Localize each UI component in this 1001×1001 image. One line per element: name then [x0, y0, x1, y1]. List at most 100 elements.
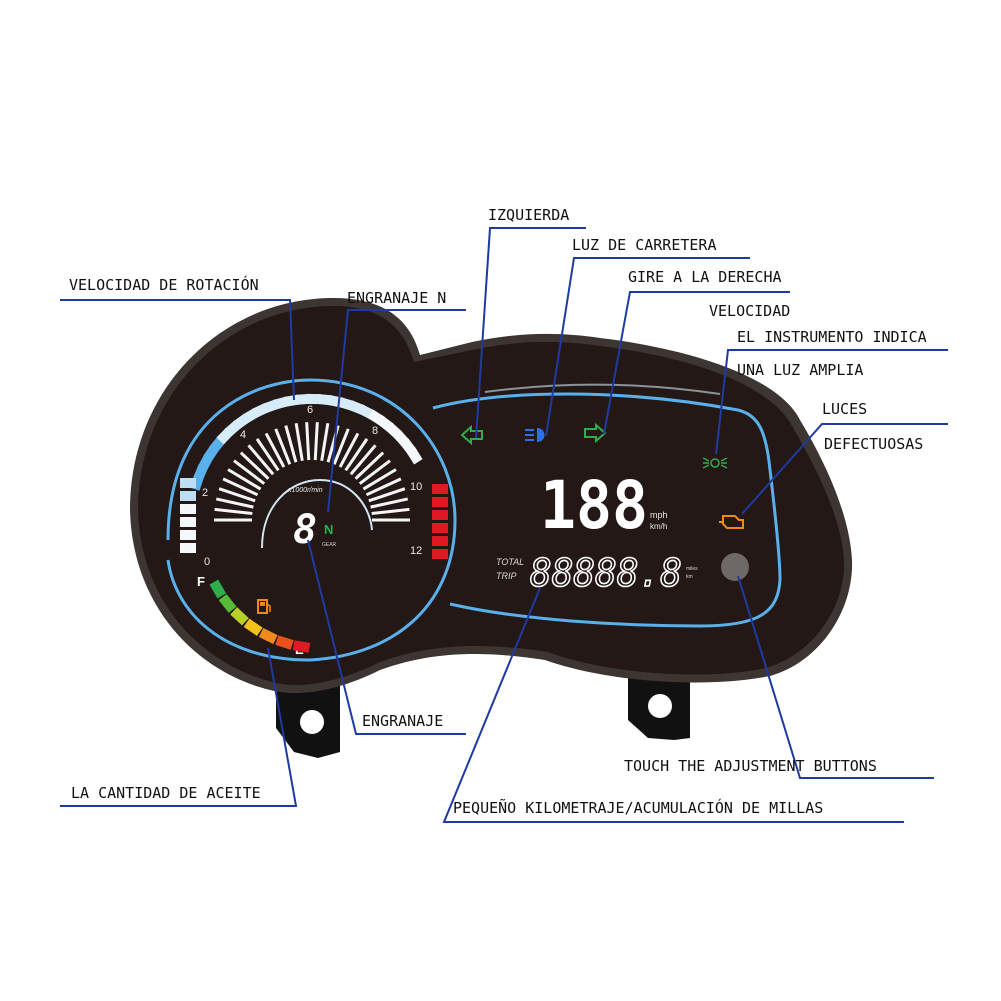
leader-engranaje — [307, 539, 466, 735]
leader-luz-carretera — [545, 257, 750, 437]
odometer-unit-km: km — [686, 574, 693, 580]
total-label: TOTAL — [496, 557, 524, 567]
leader-izquierda — [475, 227, 586, 439]
label-kilometraje: PEQUEÑO KILOMETRAJE/ACUMULACIÓN DE MILLA… — [453, 798, 823, 817]
label-luces: LUCES — [822, 400, 867, 418]
high-beam-icon — [525, 428, 545, 442]
left-arrow-icon — [460, 424, 483, 446]
label-luz-carretera: LUZ DE CARRETERA — [572, 236, 717, 254]
rpm-tick-label: 4 — [240, 429, 246, 441]
rpm-tick-label: 8 — [372, 425, 378, 437]
rpm-spoke — [305, 422, 311, 461]
fuel-segment — [230, 607, 249, 626]
rpm-unit-label: x1000r/min — [287, 487, 323, 494]
label-engranaje-n: ENGRANAJE N — [347, 289, 446, 307]
gear-label: GEAR — [322, 542, 337, 548]
upper-accent-line — [484, 383, 721, 395]
rpm-spoke — [274, 428, 292, 465]
rpm-spoke — [284, 425, 298, 463]
leader-touch-buttons — [737, 575, 934, 779]
fuel-segment — [243, 618, 263, 636]
leader-instrumento-indica — [715, 349, 948, 455]
leader-velocidad-rotacion — [60, 299, 295, 401]
fuel-segment — [209, 579, 227, 599]
odometer-digits: 88888.8 — [530, 551, 682, 595]
fuel-segment — [275, 635, 294, 650]
gear-digit: 8 — [293, 507, 317, 553]
label-touch-buttons: TOUCH THE ADJUSTMENT BUTTONS — [624, 757, 877, 775]
redline-segment — [432, 510, 448, 520]
label-izquierda: IZQUIERDA — [488, 206, 569, 224]
rpm-spoke — [358, 459, 391, 485]
fuel-segment — [218, 594, 237, 613]
label-luz-amplia: UNA LUZ AMPLIA — [737, 361, 863, 379]
leader-engranaje-n — [327, 309, 466, 513]
rpm-spoke — [294, 423, 304, 462]
rpm-tick-label: 0 — [204, 556, 210, 568]
leader-luces — [741, 423, 948, 515]
rpm-tick-label: 12 — [410, 545, 422, 557]
rpm-spoke — [264, 432, 286, 468]
rpm-spoke — [313, 422, 319, 461]
mounting-bracket-left — [276, 680, 340, 758]
fuel-pump-icon — [257, 599, 271, 614]
rpm-tick-label: 2 — [202, 487, 208, 499]
rpm-segment — [180, 530, 196, 540]
gauge-ring — [166, 378, 457, 662]
rpm-segment — [306, 393, 321, 405]
mounting-bracket-right — [628, 670, 690, 740]
leader-lines — [60, 227, 948, 823]
redline-segment — [432, 484, 448, 494]
rpm-spoke — [338, 432, 360, 468]
leader-kilometraje — [442, 587, 904, 823]
rpm-segment — [180, 504, 196, 514]
speed-unit-kmh: km/h — [650, 522, 667, 531]
rpm-spoke — [332, 428, 350, 465]
odometer-unit-miles: miles — [686, 566, 698, 572]
rpm-spoke — [344, 438, 369, 472]
speed-unit-mph: mph — [650, 510, 668, 520]
rpm-segment — [180, 478, 196, 488]
rpm-segment — [180, 543, 196, 553]
rpm-spoke — [233, 459, 266, 485]
label-defectuosas: DEFECTUOSAS — [824, 435, 923, 453]
rpm-segment — [180, 517, 196, 527]
label-velocidad-rotacion: VELOCIDAD DE ROTACIÓN — [69, 275, 259, 294]
leader-cantidad-aceite — [60, 647, 298, 807]
fuel-full-label: F — [197, 574, 205, 589]
rpm-spoke — [222, 477, 259, 497]
rpm-spoke — [215, 497, 254, 509]
rpm-spoke — [368, 487, 406, 503]
rpm-spoke — [214, 507, 253, 516]
label-cantidad-aceite: LA CANTIDAD DE ACEITE — [71, 784, 261, 802]
rpm-tick-spokes — [214, 422, 410, 522]
label-instrumento-indica: EL INSTRUMENTO INDICA — [737, 328, 927, 346]
rpm-spoke — [255, 438, 280, 472]
rpm-spoke — [349, 444, 377, 476]
callout-labels: IZQUIERDA LUZ DE CARRETERA GIRE A LA DER… — [69, 206, 927, 817]
rpm-spoke — [362, 468, 397, 491]
label-velocidad: VELOCIDAD — [709, 302, 790, 320]
redline-segment — [432, 549, 448, 559]
trip-label: TRIP — [496, 571, 517, 581]
rpm-tick-label: 6 — [307, 404, 313, 416]
engine-check-icon — [719, 515, 744, 529]
rpm-tick-labels: 0 2 4 6 8 10 12 — [202, 404, 422, 568]
label-gire-derecha: GIRE A LA DERECHA — [628, 268, 782, 286]
redline-segment — [432, 497, 448, 507]
fuel-segment — [258, 628, 278, 645]
rpm-segment — [180, 491, 196, 501]
gear-window-arc — [261, 478, 373, 549]
rpm-spoke — [371, 507, 410, 516]
right-arrow-icon — [584, 422, 607, 444]
rpm-spoke — [370, 497, 409, 509]
gear-neutral-indicator: N — [324, 522, 333, 537]
fuel-segment — [292, 640, 311, 653]
rpm-spoke — [247, 444, 275, 476]
rpm-segment-bar — [180, 393, 448, 559]
speed-digits: 188 — [540, 467, 648, 544]
redline-segment — [432, 523, 448, 533]
adjustment-button[interactable] — [721, 553, 749, 581]
fuel-level-bar — [209, 579, 311, 653]
